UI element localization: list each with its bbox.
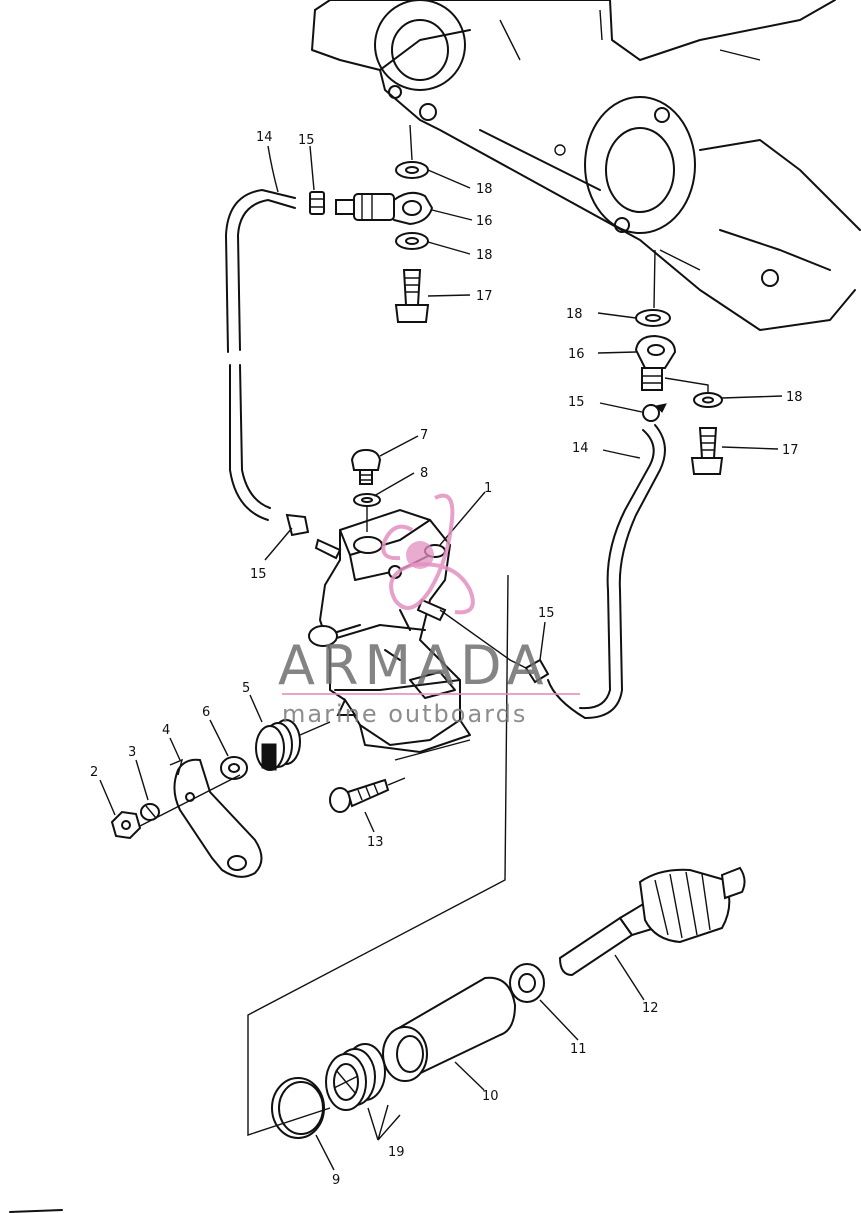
bolt-axis-line-right xyxy=(653,249,656,309)
seal-set-19 xyxy=(325,1043,401,1141)
callout-12: 12 xyxy=(642,1001,659,1016)
callout-8: 8 xyxy=(420,466,428,481)
lever-axis-line xyxy=(139,774,241,827)
pump-nipple-left xyxy=(314,538,342,560)
callout-18-mid: 18 xyxy=(476,248,493,263)
bolt-17-top xyxy=(394,269,430,323)
callout-15-left: 15 xyxy=(250,567,267,582)
callout-labels: 1 2 3 4 5 6 7 8 9 10 11 12 13 14 14 15 1… xyxy=(90,130,803,1188)
screw-13 xyxy=(329,777,406,813)
spring-5 xyxy=(255,719,331,771)
callout-10: 10 xyxy=(482,1089,499,1104)
callout-18-right-top: 18 xyxy=(566,307,583,322)
pump-nipple-right xyxy=(416,598,447,622)
lever-4 xyxy=(169,758,263,878)
callout-2: 2 xyxy=(90,765,98,780)
washer-18-right-side xyxy=(693,392,723,408)
fitting-leader-line xyxy=(664,377,709,393)
hose-clamp-15-top xyxy=(309,191,325,215)
pump-outlet-leader xyxy=(439,609,531,671)
washer-11 xyxy=(509,963,545,1003)
callout-16-right: 16 xyxy=(568,347,585,362)
watermark-brand: ARMADA xyxy=(278,634,550,697)
callout-6: 6 xyxy=(202,705,210,720)
watermark-logo: ARMADA marine outboards xyxy=(278,493,580,728)
washer-18-top xyxy=(395,161,429,179)
callout-15-top: 15 xyxy=(298,133,315,148)
hose-clamp-15-right xyxy=(642,403,667,422)
washer-18-right-top xyxy=(635,309,671,327)
left-hose-14 xyxy=(225,189,296,521)
hose-fitting-16-right xyxy=(634,334,677,391)
callout-15-right: 15 xyxy=(568,395,585,410)
leader-lines xyxy=(99,145,783,1171)
callout-3: 3 xyxy=(128,745,136,760)
hose-clamp-15-mid xyxy=(524,658,550,684)
callout-14-left: 14 xyxy=(256,130,273,145)
nut-2 xyxy=(110,810,142,840)
callout-17-right: 17 xyxy=(782,443,799,458)
callout-18-right-side: 18 xyxy=(786,390,803,405)
callout-18-top: 18 xyxy=(476,182,493,197)
hose-fitting-16-top xyxy=(335,191,433,225)
pink-logo-mark xyxy=(381,493,475,615)
sleeve-10 xyxy=(382,976,517,1082)
callout-11: 11 xyxy=(570,1042,587,1057)
engine-block-outline xyxy=(311,0,861,331)
hose-clamp-15-left xyxy=(285,513,310,537)
callout-9: 9 xyxy=(332,1173,340,1188)
shaft-gear-12 xyxy=(558,866,746,977)
callout-13: 13 xyxy=(367,835,384,850)
callout-7: 7 xyxy=(420,428,428,443)
washer-18-mid xyxy=(395,232,429,250)
bolt-axis-line-top xyxy=(409,124,413,161)
callout-4: 4 xyxy=(162,723,170,738)
o-ring-9 xyxy=(271,1077,325,1139)
bolt-7 xyxy=(350,448,382,485)
callout-15-mid: 15 xyxy=(538,606,555,621)
lockwasher-3 xyxy=(140,803,160,821)
bolt-17-right xyxy=(690,427,724,475)
watermark-tagline: marine outboards xyxy=(282,700,527,728)
washer-8 xyxy=(353,493,381,507)
callout-1: 1 xyxy=(484,481,492,496)
callout-5: 5 xyxy=(242,681,250,696)
right-hose-14 xyxy=(547,424,666,719)
pink-logo-dot xyxy=(406,541,434,569)
callout-14-right: 14 xyxy=(572,441,589,456)
callout-19: 19 xyxy=(388,1145,405,1160)
washer-6 xyxy=(220,756,248,780)
assembly-group-outline xyxy=(247,574,509,1136)
callout-16-top: 16 xyxy=(476,214,493,229)
pump-base-edge xyxy=(394,739,471,761)
bottom-edge-mark xyxy=(9,1209,63,1213)
callout-17-top: 17 xyxy=(476,289,493,304)
